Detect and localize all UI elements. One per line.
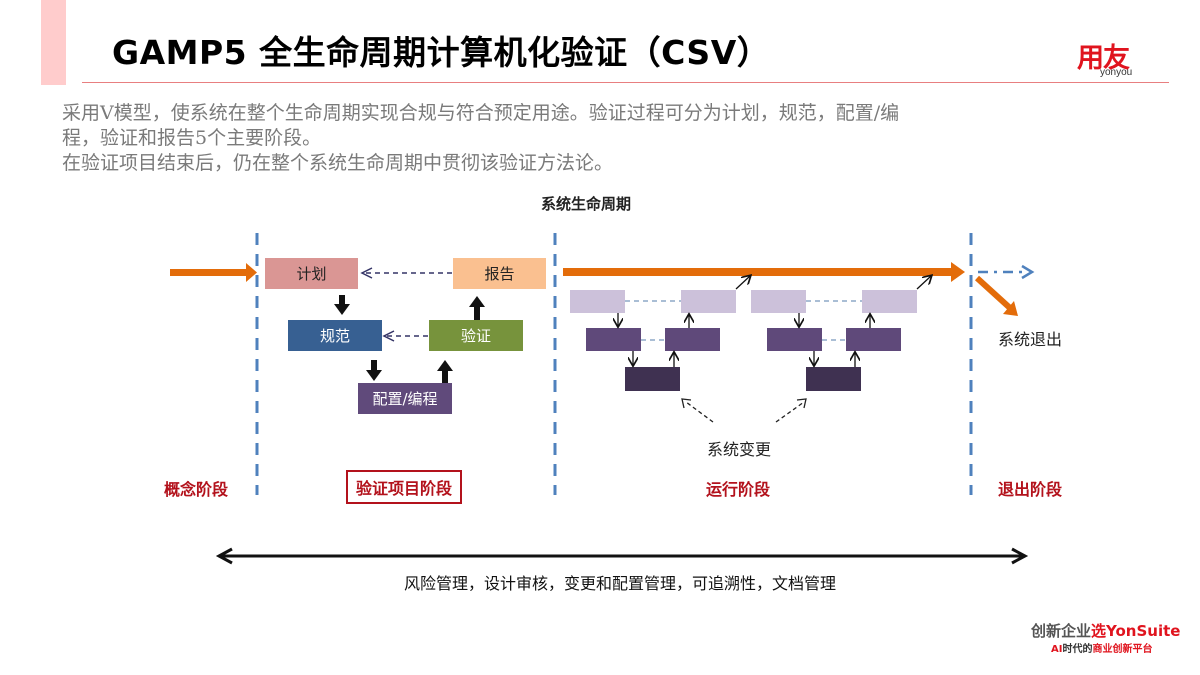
diagram-title: 系统生命周期	[541, 195, 632, 213]
step-config: 配置/编程	[358, 383, 452, 414]
title-divider	[82, 82, 1169, 83]
phase-retirement: 退出阶段	[998, 480, 1063, 499]
system-exit-label: 系统退出	[998, 330, 1063, 349]
cycle1-top-right	[681, 290, 736, 313]
concept-arrow	[170, 263, 257, 282]
yonyou-logo-text: yonyou	[1100, 67, 1133, 78]
verify-to-report-arrow	[469, 296, 485, 320]
cycle1-mid-right	[665, 328, 720, 351]
step-verify: 验证	[429, 320, 523, 351]
plan-to-spec-arrow	[334, 295, 350, 315]
phase-validation-project: 验证项目阶段	[346, 470, 463, 504]
footer-tagline: AI时代的商业创新平台	[1051, 640, 1152, 655]
page-title: GAMP5 全生命周期计算机化验证（CSV）	[112, 33, 771, 72]
step-spec: 规范	[288, 320, 382, 351]
exit-continue-arrow	[978, 264, 1035, 280]
intro-line-3: 在验证项目结束后，仍在整个系统生命周期中贯彻该验证方法论。	[62, 152, 614, 174]
system-exit-arrow	[974, 275, 1018, 316]
system-change-label: 系统变更	[707, 440, 772, 459]
verify-to-spec-arrow	[382, 330, 428, 342]
operation-arrow	[563, 262, 965, 282]
report-to-plan-arrow	[360, 267, 452, 279]
span-activities: 风险管理，设计审核，变更和配置管理，可追溯性，文档管理	[403, 574, 836, 593]
phase-operation: 运行阶段	[706, 480, 771, 499]
cycle2-top-left	[751, 290, 806, 313]
cycle2-bottom	[806, 367, 861, 391]
config-to-verify-arrow	[437, 360, 453, 383]
cycle2-mid-right	[846, 328, 901, 351]
intro-text: 采用V模型，使系统在整个生命周期实现合规与符合预定用途。验证过程可分为计划，规范…	[62, 101, 1062, 176]
step-report: 报告	[453, 258, 546, 289]
footer-slogan: 创新企业选YonSuite	[1031, 620, 1180, 641]
cycle2-mid-left	[767, 328, 822, 351]
cycle2-top-right	[862, 290, 917, 313]
accent-bar	[41, 0, 66, 85]
yonyou-logo: 用友	[1077, 43, 1130, 74]
system-change-pointer-left	[681, 398, 714, 423]
cycle1-top-left	[570, 290, 625, 313]
tagline-ai: AI	[1051, 644, 1063, 655]
tagline-end: 商业创新平台	[1092, 644, 1153, 655]
slogan-prefix: 创新企业	[1031, 622, 1092, 640]
change-cycle-2	[751, 276, 931, 391]
tagline-mid: 时代的	[1062, 644, 1093, 655]
intro-line-2: 程，验证和报告5个主要阶段。	[62, 127, 322, 149]
slogan-brand: 选YonSuite	[1091, 622, 1181, 640]
change-cycle-1	[570, 276, 750, 391]
spec-to-config-arrow	[366, 360, 382, 381]
phase-concept: 概念阶段	[164, 480, 229, 499]
cycle1-mid-left	[586, 328, 641, 351]
step-plan: 计划	[265, 258, 358, 289]
intro-line-1: 采用V模型，使系统在整个生命周期实现合规与符合预定用途。验证过程可分为计划，规范…	[62, 102, 900, 124]
lifecycle-span-arrow	[215, 547, 1029, 565]
cycle1-bottom	[625, 367, 680, 391]
system-change-pointer-right	[775, 398, 807, 423]
